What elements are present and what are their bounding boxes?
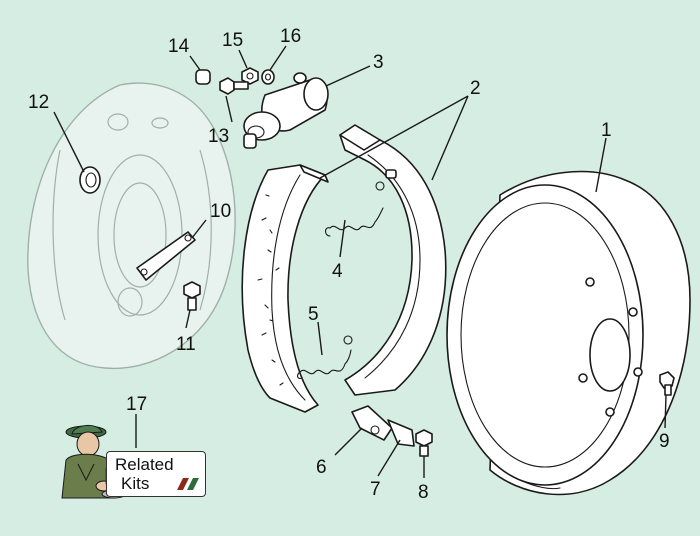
label-10: 10: [210, 201, 231, 222]
label-14: 14: [168, 36, 190, 57]
retainer-plate: [387, 419, 415, 447]
backing-plate: [27, 82, 236, 370]
related-kits-line2: Kits: [121, 474, 150, 493]
related-kits-button[interactable]: Related Kits: [52, 420, 206, 502]
label-12: 12: [28, 92, 49, 113]
drum-screw: [659, 371, 675, 396]
brake-shoe-rear: [339, 124, 447, 396]
kits-stripes-icon: [177, 478, 199, 490]
label-2: 2: [470, 78, 481, 99]
handbrake-lever: [351, 405, 393, 441]
label-4: 4: [332, 261, 343, 282]
bolt-8: [415, 429, 433, 457]
adjuster-wheel: [79, 166, 101, 194]
label-17: 17: [126, 394, 147, 415]
brake-shoe-front: [241, 164, 329, 413]
lower-spring: [297, 335, 353, 379]
label-5: 5: [308, 304, 319, 325]
lock-washer: [261, 69, 275, 85]
label-7: 7: [370, 479, 381, 500]
label-8: 8: [418, 482, 429, 503]
label-11: 11: [176, 334, 196, 355]
brake-drum: [446, 170, 691, 496]
label-13: 13: [208, 126, 229, 147]
leader-lines: [53, 45, 667, 478]
label-6: 6: [316, 457, 327, 478]
wheel-cylinder: [243, 72, 329, 149]
related-kits-label-box[interactable]: Related Kits: [106, 451, 206, 497]
adjuster-link: [136, 231, 196, 281]
label-9: 9: [659, 431, 670, 452]
bolt-11: [183, 281, 201, 311]
lining-speckles: [257, 194, 284, 386]
bleed-cap: [195, 69, 211, 85]
part-number-labels: 1 2 3 4 5 6 7 8 9 10 11 12 13 14 15 16 1…: [28, 26, 670, 503]
label-1: 1: [601, 120, 612, 141]
upper-spring: [324, 181, 385, 237]
label-15: 15: [222, 30, 243, 51]
label-16: 16: [280, 26, 301, 47]
label-3: 3: [373, 52, 384, 73]
hex-nut: [241, 67, 259, 85]
related-kits-line1: Related: [115, 455, 174, 474]
bleed-screw: [219, 77, 249, 95]
